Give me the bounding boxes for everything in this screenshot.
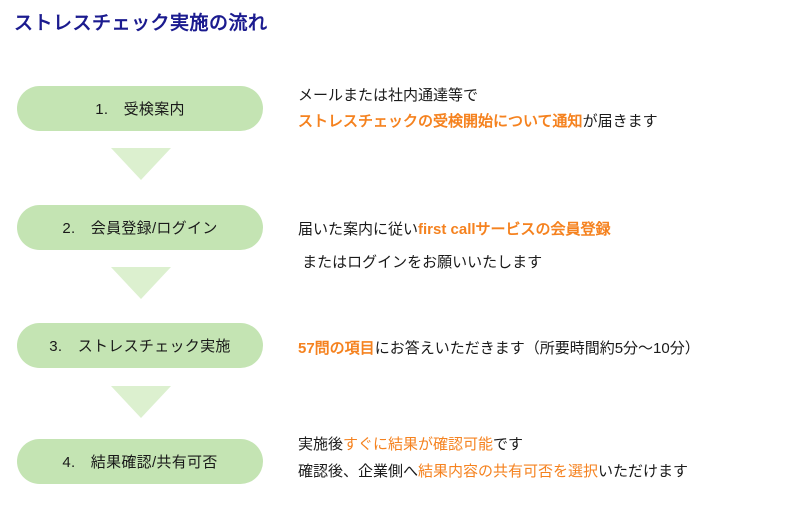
- step-description-line: メールまたは社内通達等で: [298, 88, 788, 103]
- step-pill-2: 2. 会員登録/ログイン: [17, 205, 263, 250]
- step-description-line: ストレスチェックの受検開始について通知が届きます: [298, 114, 788, 129]
- step-description-line: 確認後、企業側へ結果内容の共有可否を選択いただけます: [298, 464, 788, 479]
- step-pill-label-3: 3. ストレスチェック実施: [49, 338, 231, 355]
- step-pill-4: 4. 結果確認/共有可否: [17, 439, 263, 484]
- step-description-line: 届いた案内に従いfirst callサービスの会員登録: [298, 222, 788, 237]
- step-pill-label-4: 4. 結果確認/共有可否: [62, 454, 218, 471]
- body-text: メールまたは社内通達等で: [298, 87, 479, 104]
- down-triangle-arrow-icon-3: [111, 386, 171, 418]
- step-description-4: 実施後すぐに結果が確認可能です確認後、企業側へ結果内容の共有可否を選択いただけま…: [298, 437, 788, 479]
- step-pill-label-1: 1. 受検案内: [95, 101, 185, 118]
- body-text: にお答えいただきます（所要時間約5分〜10分）: [374, 340, 700, 357]
- step-description-2: 届いた案内に従いfirst callサービスの会員登録 またはログインをお願いい…: [298, 222, 788, 270]
- page-title: ストレスチェック実施の流れ: [14, 13, 268, 34]
- down-triangle-arrow-icon-2: [111, 267, 171, 299]
- body-text: またはログインをお願いいたします: [298, 254, 543, 271]
- step-pill-label-2: 2. 会員登録/ログイン: [62, 220, 218, 237]
- down-triangle-arrow-icon-1: [111, 148, 171, 180]
- step-description-3: 57問の項目にお答えいただきます（所要時間約5分〜10分）: [298, 341, 788, 356]
- step-description-line: またはログインをお願いいたします: [298, 255, 788, 270]
- highlighted-text: 57問の項目: [298, 340, 375, 357]
- body-text: 確認後、企業側へ: [298, 463, 419, 480]
- step-pill-3: 3. ストレスチェック実施: [17, 323, 263, 368]
- step-description-line: 実施後すぐに結果が確認可能です: [298, 437, 788, 452]
- highlighted-text: ストレスチェックの受検開始について通知: [298, 113, 583, 130]
- body-text: 届いた案内に従い: [298, 221, 419, 238]
- highlighted-text: 結果内容の共有可否を選択: [418, 463, 599, 480]
- step-pill-1: 1. 受検案内: [17, 86, 263, 131]
- body-text: が届きます: [582, 113, 658, 130]
- highlighted-text: first callサービスの会員登録: [418, 221, 611, 238]
- highlighted-text: すぐに結果が確認可能: [343, 436, 494, 453]
- step-description-line: 57問の項目にお答えいただきます（所要時間約5分〜10分）: [298, 341, 788, 356]
- step-description-1: メールまたは社内通達等でストレスチェックの受検開始について通知が届きます: [298, 88, 788, 129]
- body-text: いただけます: [598, 463, 689, 480]
- body-text: です: [493, 436, 524, 453]
- body-text: 実施後: [298, 436, 344, 453]
